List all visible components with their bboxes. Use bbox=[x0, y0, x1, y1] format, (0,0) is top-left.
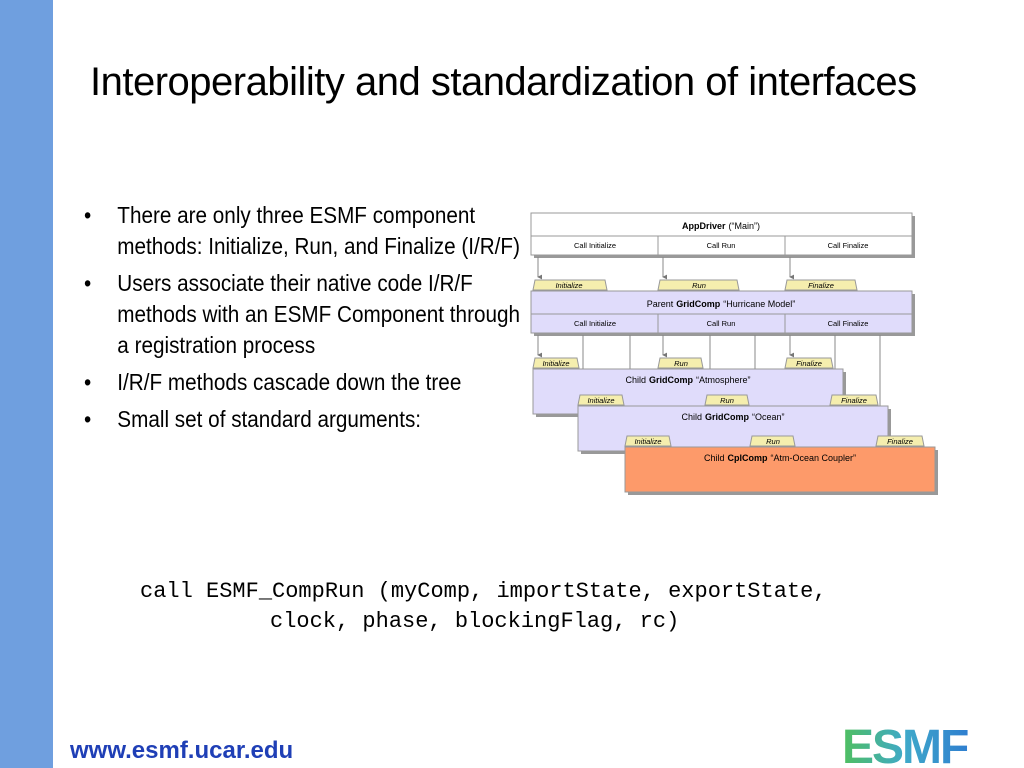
bullet-dot: • bbox=[84, 270, 92, 296]
tab-initialize: Initialize bbox=[555, 281, 582, 290]
left-accent-bar bbox=[0, 0, 53, 768]
cpl-tab-finalize: Finalize bbox=[887, 437, 913, 446]
tab-run: Run bbox=[692, 281, 706, 290]
bullet-dot: • bbox=[84, 202, 92, 228]
slide-title: Interoperability and standardization of … bbox=[90, 60, 917, 104]
call-initialize-label: Call Initialize bbox=[574, 241, 616, 250]
atm-name: GridComp bbox=[649, 375, 694, 385]
call-finalize-label: Call Finalize bbox=[828, 241, 869, 250]
svg-text:AppDriver(“Main”): AppDriver(“Main”) bbox=[682, 221, 760, 231]
footer-url-link[interactable]: www.esmf.ucar.edu bbox=[70, 737, 294, 764]
bullet-item: • There are only three ESMF component met… bbox=[84, 200, 536, 262]
app-driver-box: AppDriver(“Main”) Call Initialize Call R… bbox=[530, 212, 915, 258]
ocean-tab-run: Run bbox=[720, 396, 734, 405]
parent-call-initialize: Call Initialize bbox=[574, 319, 616, 328]
driver-arrows bbox=[537, 257, 795, 280]
atm-label: “Atmosphere” bbox=[696, 375, 751, 385]
bullet-text: Small set of standard arguments: bbox=[117, 406, 422, 432]
tab-finalize: Finalize bbox=[808, 281, 834, 290]
atm-tab-run: Run bbox=[674, 359, 688, 368]
esmf-logo: ESMF bbox=[842, 722, 970, 768]
app-driver-label: (“Main”) bbox=[729, 221, 761, 231]
cpl-tab-initialize: Initialize bbox=[634, 437, 661, 446]
bullet-dot: • bbox=[84, 406, 92, 432]
atm-tab-initialize: Initialize bbox=[542, 359, 569, 368]
code-line-1: call ESMF_CompRun (myComp, importState, … bbox=[140, 579, 827, 604]
bullet-list: • There are only three ESMF component met… bbox=[84, 200, 520, 441]
bullet-dot: • bbox=[84, 369, 92, 395]
atm-prefix: Child bbox=[625, 375, 646, 385]
component-hierarchy-diagram: AppDriver(“Main”) Call Initialize Call R… bbox=[530, 212, 938, 495]
cpl-prefix: Child bbox=[704, 453, 725, 463]
cpl-label: “Atm-Ocean Coupler” bbox=[770, 453, 856, 463]
ocean-label: “Ocean” bbox=[752, 412, 785, 422]
bullet-item: • Small set of standard arguments: bbox=[84, 404, 536, 435]
parent-call-finalize: Call Finalize bbox=[828, 319, 869, 328]
call-run-label: Call Run bbox=[707, 241, 736, 250]
bullet-text: Users associate their native code I/R/F … bbox=[117, 270, 521, 358]
bullet-item: • I/R/F methods cascade down the tree bbox=[84, 367, 536, 398]
bullet-item: • Users associate their native code I/R/F… bbox=[84, 268, 536, 361]
ocean-name: GridComp bbox=[705, 412, 750, 422]
svg-text:ESMF: ESMF bbox=[842, 722, 968, 768]
bullet-text: There are only three ESMF component meth… bbox=[117, 202, 520, 259]
cpl-tab-run: Run bbox=[766, 437, 780, 446]
parent-label: “Hurricane Model” bbox=[723, 299, 795, 309]
parent-call-run: Call Run bbox=[707, 319, 736, 328]
ocean-tab-finalize: Finalize bbox=[841, 396, 867, 405]
ocean-tab-initialize: Initialize bbox=[587, 396, 614, 405]
bullet-text: I/R/F methods cascade down the tree bbox=[117, 369, 462, 395]
code-line-2: clock, phase, blockingFlag, rc) bbox=[270, 609, 680, 634]
app-driver-name: AppDriver bbox=[682, 221, 726, 231]
parent-prefix: Parent bbox=[647, 299, 674, 309]
parent-name: GridComp bbox=[676, 299, 721, 309]
ocean-prefix: Child bbox=[681, 412, 702, 422]
atm-tab-finalize: Finalize bbox=[796, 359, 822, 368]
cpl-name: CplComp bbox=[727, 453, 767, 463]
